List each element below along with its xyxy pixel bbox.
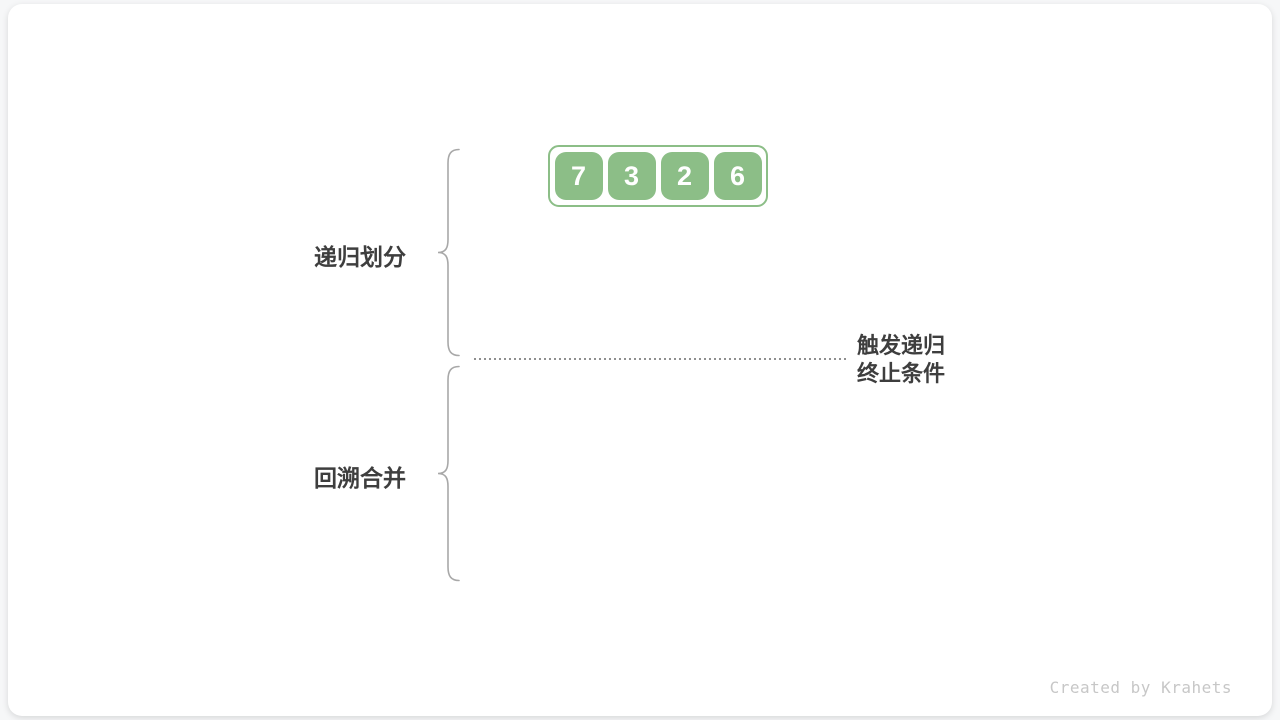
curly-brace-merge-icon [437,365,460,582]
array-cell: 2 [660,152,709,200]
diagram-canvas: 7 3 2 6 递归划分 回溯合并 触发递归 终止条件 Created by K… [8,4,1272,716]
phase-label-backtrack-merge: 回溯合并 [314,465,406,491]
array-cell: 3 [607,152,656,200]
credit-text: Created by Krahets [1049,678,1232,697]
termination-divider-line [474,358,848,361]
array-cell: 6 [713,152,762,200]
curly-brace-divide-icon [437,148,460,357]
termination-annotation: 触发递归 终止条件 [857,332,945,388]
termination-annotation-line1: 触发递归 [857,333,946,358]
phase-label-recursive-divide: 递归划分 [314,244,406,270]
array-cell: 7 [554,152,603,200]
array-container: 7 3 2 6 [548,145,768,207]
termination-annotation-line2: 终止条件 [857,361,946,386]
